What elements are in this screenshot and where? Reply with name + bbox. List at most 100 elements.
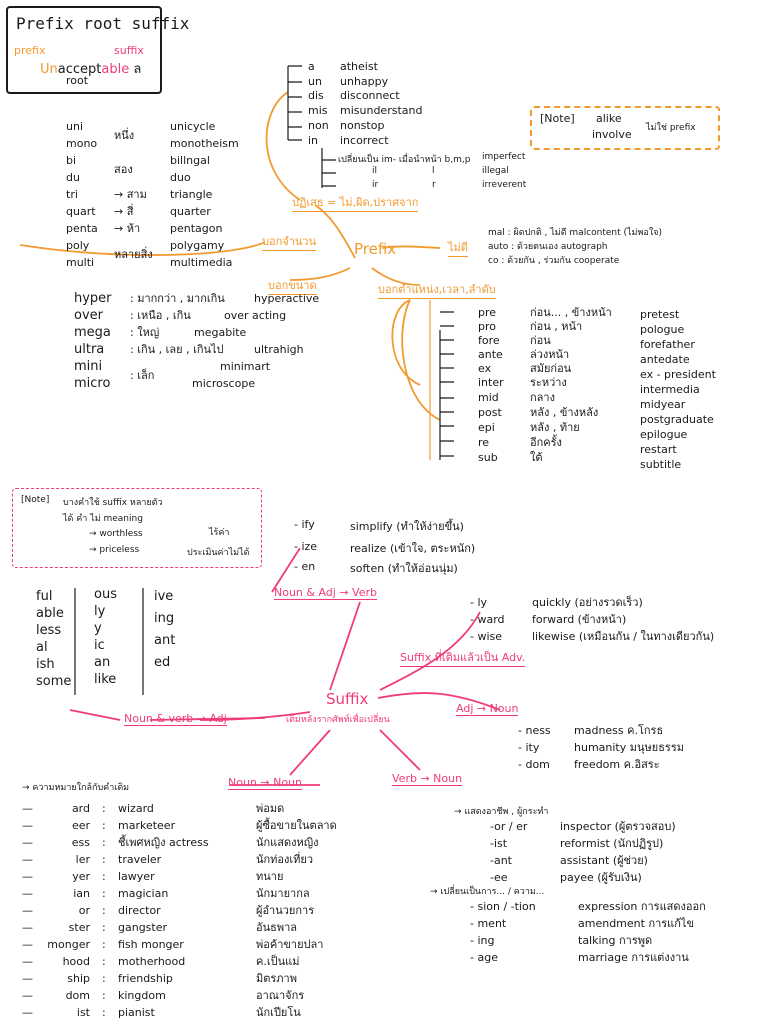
vn-pw: assistant (ผู้ช่วย) <box>560 854 648 867</box>
time-w: postgraduate <box>640 413 714 426</box>
num-p: du <box>66 171 80 184</box>
neg-il-p: il <box>372 166 378 176</box>
nn-m: ผู้ซื้อขายในตลาด <box>256 819 337 832</box>
verb-w: realize (เข้าใจ, ตระหนัก) <box>350 542 476 555</box>
noun-noun-dash: — <box>22 921 33 934</box>
note-bottom-tag: [Note] <box>21 495 50 505</box>
nn-s: hood <box>62 955 90 968</box>
size-label: บอกขนาด <box>268 276 317 295</box>
nn-colon: : <box>102 989 106 1002</box>
time-w: subtitle <box>640 458 682 471</box>
time-w: epilogue <box>640 428 688 441</box>
nn-colon: : <box>102 972 106 985</box>
note-top: [Note] alike involve ไม่ใช่ prefix <box>530 106 720 150</box>
adv-w: forward (ข้างหน้า) <box>532 613 627 626</box>
num-m: → ห้า <box>114 222 141 235</box>
adv-suffixes: - ly - ward - wise <box>470 594 505 645</box>
nn-colon: : <box>102 836 106 849</box>
legend-able: able <box>101 62 130 77</box>
legend-accept: accept <box>57 62 102 77</box>
nn-colon: : <box>102 870 106 883</box>
num-w: unicycle <box>170 120 216 133</box>
adj-noun-w: humanity มนุษยธรรม <box>574 741 684 754</box>
num-p: uni <box>66 120 83 133</box>
bad-item: mal : ผิดปกติ , ไม่ดี malcontent (ไม่พอใ… <box>488 228 662 238</box>
time-meanings: ก่อน... , ข้างหน้า ก่อน , หน้า ก่อน ล่วง… <box>530 304 612 466</box>
neg-ir: irreverent <box>482 180 527 190</box>
size-w: hyperactive <box>254 292 320 305</box>
adj-noun-suffixes: - ness - ity - dom <box>518 722 551 773</box>
bad-items: mal : ผิดปกติ , ไม่ดี malcontent (ไม่พอใ… <box>488 226 662 268</box>
time-m: หลัง , ข้างหลัง <box>530 406 599 419</box>
legend-suffix: suffix <box>114 44 144 57</box>
suffix-c1: less <box>36 623 62 638</box>
adj-noun-label: Adj → Noun <box>456 702 519 716</box>
neg-p: in <box>308 134 319 147</box>
note-bottom-l4: ไร้ค่า <box>209 528 230 538</box>
neg-rule: เปลี่ยนเป็น im- เมื่อนำหน้า b,m,p <box>338 155 471 165</box>
noun-noun-dashes: ———— ———— ————— <box>22 800 33 1021</box>
nn-s: dom <box>65 989 90 1002</box>
neg-ir-r: r <box>432 180 436 190</box>
note-top-l1: alike <box>596 112 622 125</box>
time-p: re <box>478 436 490 449</box>
neg-w: misunderstand <box>340 104 423 117</box>
noun-noun-dash: — <box>22 870 33 883</box>
noun-noun-dash: — <box>22 1006 33 1019</box>
adj-noun-s: - ity <box>518 741 540 754</box>
suffix-col-3: ive ing ant ed <box>154 588 175 671</box>
verb-suffixes: - ify - ize - en <box>294 516 317 575</box>
nn-colon: : <box>102 887 106 900</box>
time-prefixes: pre pro fore ante ex inter mid post epi … <box>478 304 504 466</box>
noun-noun-dash: — <box>22 955 33 968</box>
verb-noun-label: Verb → Noun <box>392 772 463 786</box>
nn-colon: : <box>102 904 106 917</box>
verb-s: - en <box>294 560 316 573</box>
time-m: ก่อน... , ข้างหน้า <box>530 306 612 319</box>
vn-pw: payee (ผู้รับเงิน) <box>560 871 642 884</box>
adv-w: quickly (อย่างรวดเร็ว) <box>532 596 643 609</box>
noun-noun-words: wizard marketeer ชี้เพศหญิง actress trav… <box>118 800 209 1021</box>
negatives-words: atheist unhappy disconnect misunderstand… <box>340 58 422 149</box>
num-w: billngal <box>170 154 210 167</box>
neg-p: un <box>308 75 322 88</box>
numbers-label: บอกจำนวน <box>262 232 317 251</box>
size-w: microscope <box>192 377 256 390</box>
note-bottom-l6: ประเมินค่าไม่ได้ <box>187 548 250 558</box>
size-w: minimart <box>220 360 271 373</box>
verb-s: - ify <box>294 518 315 531</box>
nn-s: yer <box>72 870 90 883</box>
bad-item: co : ด้วยกัน , ร่วมกัน cooperate <box>488 256 620 266</box>
size-m: : เหนือ , เกิน <box>130 309 191 322</box>
neg-ir-p: ir <box>372 180 379 190</box>
time-w: intermedia <box>640 383 700 396</box>
size-m: : มากกว่า , มากเกิน <box>130 292 225 305</box>
num-w: monotheism <box>170 137 239 150</box>
vn-aw: expression การแสดงออก <box>578 900 706 913</box>
num-w: duo <box>170 171 191 184</box>
num-p: poly <box>66 239 90 252</box>
adv-s: - wise <box>470 630 503 643</box>
nn-w: gangster <box>118 921 168 934</box>
nn-colon: : <box>102 955 106 968</box>
adj-noun-s: - dom <box>518 758 550 771</box>
nn-colon: : <box>102 938 106 951</box>
adj-noun-words: madness ค.โกรธ humanity มนุษยธรรม freedo… <box>574 722 684 773</box>
adv-s: - ly <box>470 596 488 609</box>
size-prefixes: hyper over mega ultra mini micro <box>74 290 112 392</box>
nn-w: motherhood <box>118 955 186 968</box>
noun-noun-dash: — <box>22 836 33 849</box>
note-top-l2: involve <box>592 128 632 141</box>
time-w: midyear <box>640 398 686 411</box>
legend-example: Unacceptable ล <box>40 58 141 79</box>
neg-p: dis <box>308 89 324 102</box>
size-w: megabite <box>194 326 247 339</box>
size-p: over <box>74 308 103 323</box>
vn-pw: reformist (นักปฏิรูป) <box>560 837 664 850</box>
nn-colon: : <box>102 853 106 866</box>
num-w: multimedia <box>170 256 233 269</box>
neg-p: a <box>308 60 315 73</box>
nn-m: นักท่องเที่ยว <box>256 853 314 866</box>
neg-il-r: l <box>432 166 435 176</box>
size-p: mini <box>74 359 103 374</box>
